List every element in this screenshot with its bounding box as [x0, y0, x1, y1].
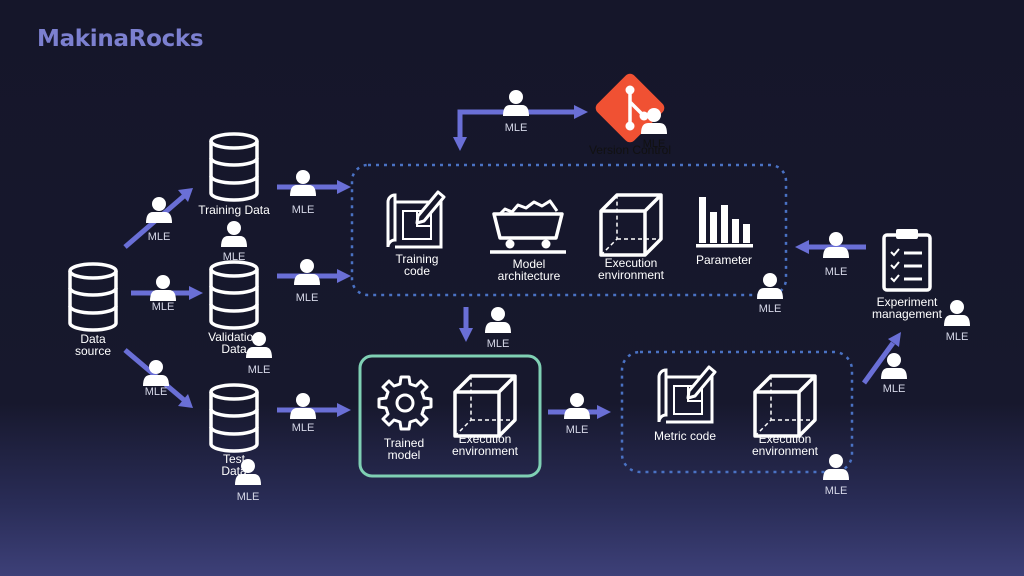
- mle-label: MLE: [247, 364, 271, 376]
- execution-environment-cube-icon-3: [753, 374, 817, 438]
- mle-label: MLE: [642, 138, 666, 150]
- mle-label: MLE: [291, 204, 315, 216]
- mle-label: MLE: [236, 491, 260, 503]
- mle-label: MLE: [824, 266, 848, 278]
- training-code-blueprint-icon: [386, 190, 446, 249]
- training-data-label: Training Data: [198, 203, 270, 217]
- mle-label: MLE: [151, 301, 175, 313]
- mle-label: MLE: [486, 338, 510, 350]
- parameter-bar-chart-icon: [696, 197, 753, 248]
- mle-label: MLE: [222, 251, 246, 263]
- mle-label: MLE: [945, 331, 969, 343]
- mle-label: MLE: [758, 303, 782, 315]
- training-data-db-icon: [209, 132, 259, 202]
- mine-cart-icon: [490, 199, 566, 254]
- training-group-box: [350, 163, 788, 297]
- data-source-label: Data source: [74, 332, 112, 358]
- mle-label: MLE: [295, 292, 319, 304]
- execution-environment-cube-icon-1: [599, 193, 663, 257]
- clipboard-checklist-icon: [882, 229, 932, 292]
- mle-label: MLE: [504, 122, 528, 134]
- mle-label: MLE: [144, 386, 168, 398]
- validation-data-label: Validation Data: [208, 330, 260, 356]
- metric-code-label: Metric code: [653, 429, 717, 443]
- gear-icon: [377, 375, 433, 431]
- mle-label: MLE: [824, 485, 848, 497]
- experiment-management-label: Experiment management: [871, 295, 943, 321]
- data-source-db-icon: [68, 262, 118, 332]
- makinarocks-logo: MakinaRocks: [37, 26, 204, 52]
- execution-environment-label-1: Execution environment: [597, 256, 665, 282]
- trained-model-label: Trained model: [383, 436, 425, 462]
- arrow-heads: [178, 105, 901, 419]
- mle-label: MLE: [147, 231, 171, 243]
- evaluation-group-box: [620, 350, 854, 474]
- mle-label: MLE: [291, 422, 315, 434]
- test-data-db-icon: [209, 383, 259, 453]
- metric-code-blueprint-icon: [657, 365, 717, 424]
- model-architecture-label: Model architecture: [497, 257, 561, 283]
- mle-label: MLE: [882, 383, 906, 395]
- trained-model-box: [358, 354, 542, 478]
- git-branch-icon: [625, 85, 649, 131]
- mle-label: MLE: [565, 424, 589, 436]
- validation-data-db-icon: [209, 260, 259, 330]
- execution-environment-label-3: Execution environment: [751, 432, 819, 458]
- execution-environment-label-2: Execution environment: [451, 432, 519, 458]
- version-control-label: Version Control: [588, 143, 672, 157]
- parameter-label: Parameter: [695, 253, 753, 267]
- execution-environment-cube-icon-2: [453, 374, 517, 438]
- training-code-label: Training code: [395, 252, 439, 278]
- test-data-label: Test Data: [221, 452, 247, 478]
